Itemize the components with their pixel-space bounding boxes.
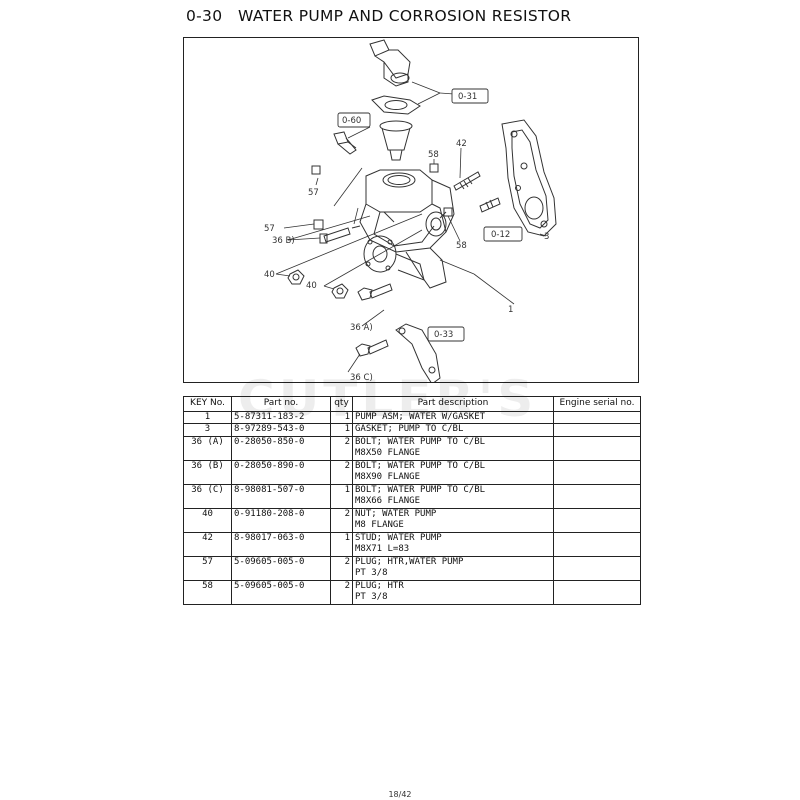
serial-cell bbox=[553, 411, 641, 424]
description-cell: GASKET; PUMP TO C/BL bbox=[352, 423, 554, 437]
callout-40b: 40 bbox=[306, 281, 317, 291]
key-cell: 58 bbox=[183, 580, 232, 605]
description-cell: STUD; WATER PUMP M8X71 L=83 bbox=[352, 532, 554, 557]
bracket-part bbox=[395, 323, 441, 382]
pump-cover-gasket-part bbox=[501, 119, 557, 237]
callout-42: 42 bbox=[456, 139, 467, 149]
column-header-qty: qty bbox=[330, 396, 353, 412]
table-row: 40 0-91180-208-0 2 NUT; WATER PUMP M8 FL… bbox=[183, 508, 641, 533]
serial-cell bbox=[553, 556, 641, 581]
qty-cell: 1 bbox=[330, 532, 353, 557]
description-cell: BOLT; WATER PUMP TO C/BL M8X90 FLANGE bbox=[352, 460, 554, 485]
key-cell: 3 bbox=[183, 423, 232, 437]
serial-cell bbox=[553, 460, 641, 485]
callout-57: 57 bbox=[264, 224, 275, 234]
serial-cell bbox=[553, 580, 641, 605]
callout-1: 1 bbox=[508, 305, 513, 315]
description-cell: PLUG; HTR PT 3/8 bbox=[352, 580, 554, 605]
key-cell: 1 bbox=[183, 411, 232, 424]
part-number-cell: 8-98081-507-0 bbox=[231, 484, 331, 509]
callout-3: 3 bbox=[544, 232, 549, 242]
bolt-part bbox=[311, 165, 361, 244]
key-cell: 42 bbox=[183, 532, 232, 557]
page-title: 0-30 WATER PUMP AND CORROSION RESISTOR bbox=[186, 7, 572, 25]
callout-ref-0-12: 0-12 bbox=[491, 230, 510, 240]
column-header-engine-serial: Engine serial no. bbox=[553, 396, 641, 412]
table-row: 58 5-09605-005-0 2 PLUG; HTR PT 3/8 bbox=[183, 580, 641, 605]
table-row: 57 5-09605-005-0 2 PLUG; HTR,WATER PUMP … bbox=[183, 556, 641, 581]
description-cell: PLUG; HTR,WATER PUMP PT 3/8 bbox=[352, 556, 554, 581]
temperature-sensor-part bbox=[333, 131, 357, 155]
key-cell: 40 bbox=[183, 508, 232, 533]
part-number-cell: 5-09605-005-0 bbox=[231, 556, 331, 581]
callout-58-top: 58 bbox=[428, 150, 439, 160]
outlet-housing-part bbox=[369, 39, 411, 87]
part-number-cell: 0-91180-208-0 bbox=[231, 508, 331, 533]
nut-part bbox=[287, 269, 349, 299]
serial-cell bbox=[553, 423, 641, 437]
part-number-cell: 0-28050-850-0 bbox=[231, 436, 331, 461]
column-header-description: Part description bbox=[352, 396, 554, 412]
table-header-row: KEY No. Part no. qty Part description En… bbox=[183, 396, 641, 412]
table-row: 3 8-97289-543-0 1 GASKET; PUMP TO C/BL bbox=[183, 423, 641, 437]
qty-cell: 2 bbox=[330, 436, 353, 461]
page-number: 18/42 bbox=[388, 790, 412, 799]
description-cell: BOLT; WATER PUMP TO C/BL M8X66 FLANGE bbox=[352, 484, 554, 509]
exploded-parts-diagram: 0-31 0-60 0-12 0-33 58 42 57 57 36 B) 3 … bbox=[183, 37, 639, 383]
callout-58: 58 bbox=[456, 241, 467, 251]
qty-cell: 2 bbox=[330, 556, 353, 581]
table-row: 36 (A) 0-28050-850-0 2 BOLT; WATER PUMP … bbox=[183, 436, 641, 461]
callout-ref-0-33: 0-33 bbox=[434, 330, 453, 340]
column-header-key: KEY No. bbox=[183, 396, 232, 412]
qty-cell: 2 bbox=[330, 508, 353, 533]
qty-cell: 2 bbox=[330, 580, 353, 605]
parts-table: KEY No. Part no. qty Part description En… bbox=[183, 396, 641, 605]
serial-cell bbox=[553, 484, 641, 509]
table-row: 36 (B) 0-28050-890-0 2 BOLT; WATER PUMP … bbox=[183, 460, 641, 485]
description-cell: PUMP ASM; WATER W/GASKET bbox=[352, 411, 554, 424]
part-number-cell: 8-98017-063-0 bbox=[231, 532, 331, 557]
bolt-part bbox=[357, 283, 393, 301]
callout-ref-0-60: 0-60 bbox=[342, 116, 361, 126]
callout-57-top: 57 bbox=[308, 188, 319, 198]
water-pump-body-part bbox=[359, 169, 455, 289]
part-number-cell: 5-09605-005-0 bbox=[231, 580, 331, 605]
callout-36b: 36 B) bbox=[272, 236, 295, 246]
serial-cell bbox=[553, 532, 641, 557]
description-cell: BOLT; WATER PUMP TO C/BL M8X50 FLANGE bbox=[352, 436, 554, 461]
plug-part bbox=[429, 163, 453, 219]
key-cell: 36 (A) bbox=[183, 436, 232, 461]
table-row: 42 8-98017-063-0 1 STUD; WATER PUMP M8X7… bbox=[183, 532, 641, 557]
bolt-part bbox=[355, 339, 389, 357]
column-header-part-no: Part no. bbox=[231, 396, 331, 412]
callout-36a: 36 A) bbox=[350, 323, 373, 333]
part-number-cell: 0-28050-890-0 bbox=[231, 460, 331, 485]
stud-part bbox=[453, 171, 501, 213]
diagram-drawing: 0-31 0-60 0-12 0-33 58 42 57 57 36 B) 3 … bbox=[264, 39, 557, 383]
key-cell: 36 (B) bbox=[183, 460, 232, 485]
gasket-part bbox=[371, 95, 421, 115]
callout-ref-0-31: 0-31 bbox=[458, 92, 477, 102]
qty-cell: 1 bbox=[330, 423, 353, 437]
key-cell: 36 (C) bbox=[183, 484, 232, 509]
description-cell: NUT; WATER PUMP M8 FLANGE bbox=[352, 508, 554, 533]
part-number-cell: 8-97289-543-0 bbox=[231, 423, 331, 437]
part-number-cell: 5-87311-183-2 bbox=[231, 411, 331, 424]
callout-40a: 40 bbox=[264, 270, 275, 280]
qty-cell: 2 bbox=[330, 460, 353, 485]
serial-cell bbox=[553, 508, 641, 533]
callout-36c: 36 C) bbox=[350, 373, 373, 383]
thermostat-part bbox=[379, 120, 413, 161]
table-row: 1 5-87311-183-2 1 PUMP ASM; WATER W/GASK… bbox=[183, 411, 641, 424]
key-cell: 57 bbox=[183, 556, 232, 581]
table-row: 36 (C) 8-98081-507-0 1 BOLT; WATER PUMP … bbox=[183, 484, 641, 509]
serial-cell bbox=[553, 436, 641, 461]
qty-cell: 1 bbox=[330, 411, 353, 424]
qty-cell: 1 bbox=[330, 484, 353, 509]
